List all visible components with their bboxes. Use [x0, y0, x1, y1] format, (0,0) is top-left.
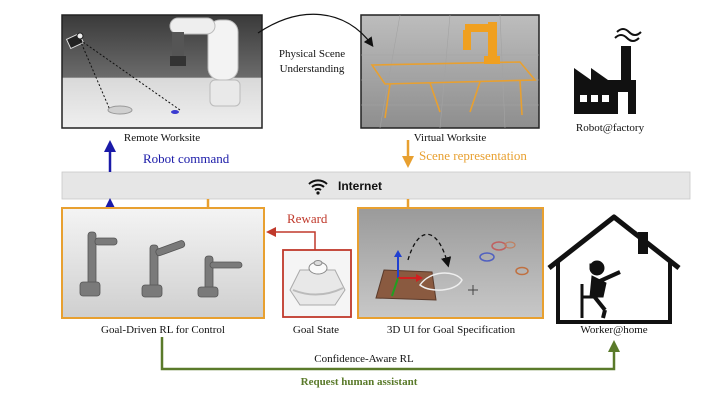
reward-arrow — [276, 231, 316, 250]
confidence-rl-label: Confidence-Aware RL — [314, 353, 414, 365]
physical-scene-label-line2: Understanding — [280, 63, 345, 75]
home-icon — [547, 214, 681, 324]
goal-state-label: Goal State — [293, 324, 339, 336]
ui-3d-label: 3D UI for Goal Specification — [387, 324, 516, 336]
goal-driven-rl-label: Goal-Driven RL for Control — [101, 324, 225, 336]
internet-label: Internet — [338, 179, 382, 193]
remote-worksite-label: Remote Worksite — [124, 132, 200, 144]
virtual-worksite-image — [360, 14, 540, 129]
scene-understanding-arrow — [257, 13, 374, 47]
reward-arrowhead — [266, 227, 276, 237]
scene-representation-label: Scene representation — [419, 148, 527, 163]
vr-worker-icon — [580, 260, 621, 319]
reward-label: Reward — [287, 211, 328, 226]
wifi-icon — [308, 179, 328, 195]
goal-state-image — [282, 249, 352, 318]
robot-command-label: Robot command — [143, 151, 230, 166]
virtual-table-icon — [370, 61, 537, 119]
factory-icon — [574, 28, 642, 114]
virtual-worksite-label: Virtual Worksite — [414, 132, 487, 144]
robot-command-arrowhead — [104, 140, 116, 152]
camera-icon — [65, 32, 85, 50]
robot-factory-label: Robot@factory — [576, 122, 645, 134]
goal-driven-rl-image — [61, 207, 265, 319]
internet-band: Internet — [61, 171, 691, 200]
robot-arm-icon — [169, 17, 241, 107]
goal-trajectory-arrow — [407, 233, 452, 268]
request-help-label: Request human assistant — [301, 376, 418, 388]
request-help-arrow — [160, 337, 616, 371]
physical-scene-label-line1: Physical Scene — [279, 48, 345, 60]
ui-3d-image — [357, 207, 544, 319]
request-help-arrowhead — [608, 340, 620, 352]
worker-home-label: Worker@home — [580, 324, 647, 336]
scene-representation-arrowhead — [402, 156, 414, 168]
virtual-robot-icon — [463, 22, 500, 64]
remote-worksite-image — [61, 14, 263, 129]
